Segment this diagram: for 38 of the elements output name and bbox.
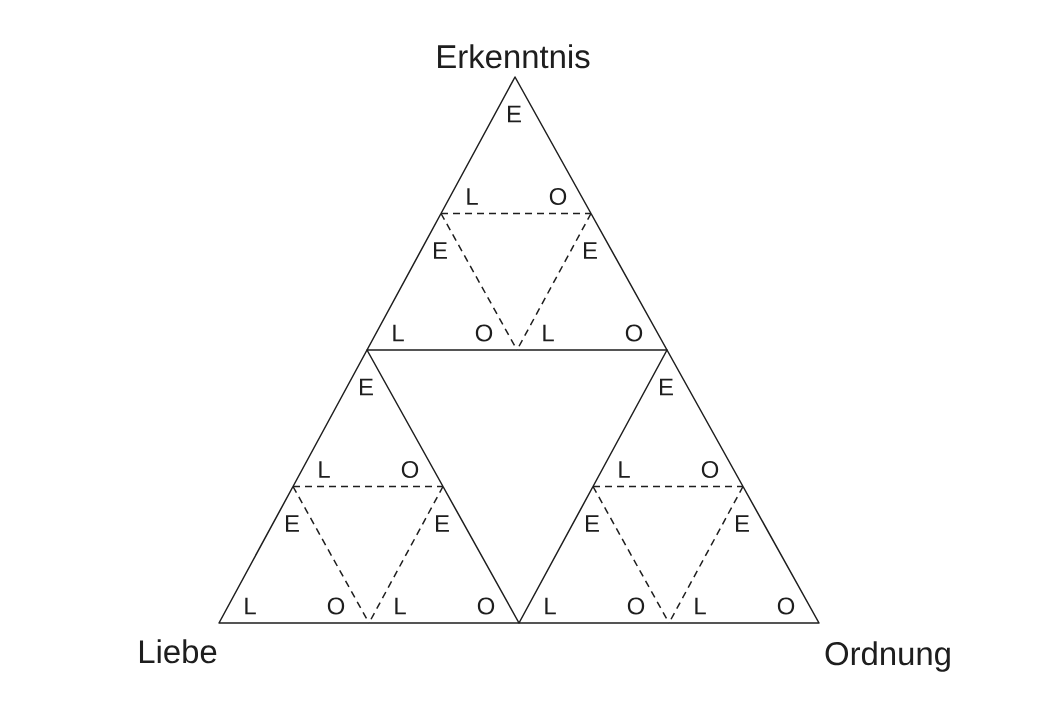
corner-label: E: [360, 378, 373, 396]
triangle: [440, 76, 592, 215]
corner-label: O: [701, 461, 719, 478]
corner-label: E: [660, 378, 673, 396]
triangle: [592, 349, 744, 488]
corner-label: O: [401, 461, 419, 478]
vertex-label: Liebe: [140, 639, 217, 664]
triangle: [366, 212, 518, 351]
corner-label: L: [467, 188, 478, 205]
corner-label: L: [695, 597, 706, 615]
corner-label: O: [549, 188, 567, 205]
corner-label: L: [619, 461, 630, 478]
corner-label: O: [475, 324, 493, 342]
triangle: [518, 485, 670, 624]
corner-label: L: [395, 597, 406, 615]
corner-label: L: [393, 324, 404, 342]
triangle: [292, 349, 444, 488]
corner-label: L: [545, 597, 556, 615]
corner-label: E: [436, 515, 449, 532]
corner-label: L: [245, 597, 256, 615]
corner-label: E: [508, 105, 521, 123]
corner-label: O: [627, 597, 645, 615]
corner-label: E: [586, 515, 599, 532]
corner-label: O: [625, 324, 643, 342]
triangle: [516, 212, 668, 351]
triangle: [218, 485, 370, 624]
corner-label: O: [327, 597, 345, 615]
corner-label: L: [319, 461, 330, 478]
corner-label: E: [736, 515, 749, 532]
triangle: [368, 485, 520, 624]
triangle: [668, 485, 820, 624]
corner-label: E: [434, 242, 447, 259]
corner-label: E: [286, 515, 299, 532]
corner-label: O: [477, 597, 495, 615]
vertex-label: Ordnung: [825, 641, 950, 672]
corner-label: O: [777, 597, 795, 615]
corner-label: L: [543, 324, 554, 342]
corner-label: E: [584, 242, 597, 259]
